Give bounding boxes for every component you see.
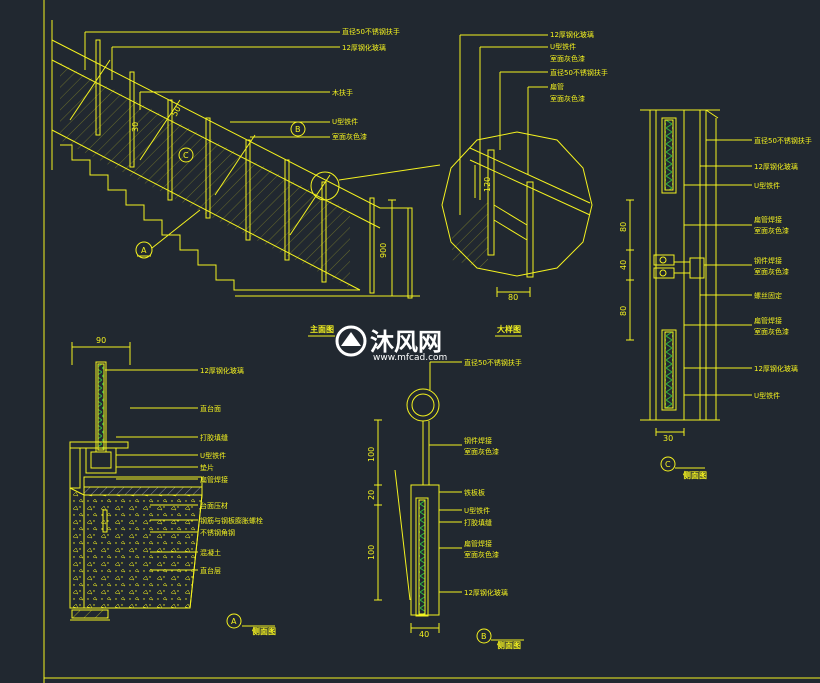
section-b-callout-6: 打胶填缝 [464,518,492,527]
stair-dim-30: 30 [131,122,140,132]
section-c-callout-5: 室面灰色漆 [754,226,789,235]
detail-circle-callouts: 12厚钢化玻璃 U型铁件 室面灰色漆 直径50不锈钢扶手 扁管 室面灰色漆 12… [483,30,608,302]
section-b-callout-1: 直径50不锈钢扶手 [464,358,522,367]
section-a-tag: A [231,617,237,626]
section-a-callout-4: U型铁件 [200,451,226,460]
section-b-labels: 直径50不锈钢扶手 钢件焊接 室面灰色漆 铁板板 U型铁件 打胶填缝 扁管焊接 … [367,358,522,650]
section-a-caption: 侧面图 [252,626,276,636]
stair-callout-3: 木扶手 [332,88,353,97]
section-b [374,361,524,644]
section-b-tag: B [481,632,487,641]
section-b-dim-100b: 100 [367,545,376,560]
stair-callout-2: 12厚钢化玻璃 [342,43,386,52]
section-a-callout-2: 直台面 [200,404,221,413]
section-c-callout-9: 扁管焊接 [754,316,782,325]
detail-callout-3: 室面灰色漆 [550,54,585,63]
detail-dim-120: 120 [483,177,492,192]
stair-tag-b: B [295,125,301,134]
watermark-logo-icon [335,325,367,357]
watermark: 沐风网 www.mfcad.com [335,325,447,363]
section-a-callout-10: 混凝土 [200,548,221,557]
section-a-callout-9: 不锈钢角钢 [200,528,235,537]
stair-posts [95,39,413,299]
section-b-dim-20: 20 [367,490,376,500]
section-a-callout-8: 钢筋与钢板膨胀螺栓 [200,516,263,525]
detail-callout-4: 直径50不锈钢扶手 [550,68,608,77]
detail-callout-5: 扁管 [550,82,564,91]
section-c-callout-11: 12厚钢化玻璃 [754,364,798,373]
section-c-callout-6: 钢件焊接 [754,256,782,265]
section-b-caption: 侧面图 [497,640,521,650]
stair-dim-900: 900 [379,243,388,258]
caption-large: 大样图 [497,324,521,334]
section-c-callout-12: U型铁件 [754,391,780,400]
section-b-dim-100a: 100 [367,447,376,462]
section-b-callout-8: 室面灰色漆 [464,550,499,559]
stair-tag-c: C [183,151,189,160]
section-b-dim-40: 40 [419,630,429,639]
section-a-callout-5: 垫片 [200,463,214,472]
detail-circle [441,34,593,297]
section-a [69,342,275,629]
section-b-callout-3: 室面灰色漆 [464,447,499,456]
section-a-callout-3: 打胶填缝 [200,433,228,442]
detail-callout-2: U型铁件 [550,42,576,51]
section-a-callout-1: 12厚钢化玻璃 [200,366,244,375]
section-c-dim-40: 40 [619,260,628,270]
detail-callout-1: 12厚钢化玻璃 [550,30,594,39]
section-c-callout-4: 扁管焊接 [754,215,782,224]
section-c-callout-8: 螺丝固定 [754,291,782,300]
section-c-callout-7: 室面灰色漆 [754,267,789,276]
captions: 主面图 大样图 [308,324,522,337]
section-b-callout-4: 铁板板 [464,488,485,497]
section-c-tag: C [665,460,671,469]
section-c-labels: 直径50不锈钢扶手 12厚钢化玻璃 U型铁件 扁管焊接 室面灰色漆 钢件焊接 室… [619,136,812,480]
section-b-callout-9: 12厚钢化玻璃 [464,588,508,597]
section-a-dim-90: 90 [96,336,106,345]
stair-callout-1: 直径50不锈钢扶手 [342,27,400,36]
stair-dim-50: 50 [170,105,183,118]
detail-dim-80: 80 [508,293,518,302]
section-c-callout-10: 室面灰色漆 [754,327,789,336]
section-c-callout-3: U型铁件 [754,181,780,190]
stair-callout-4: U型铁件 [332,117,358,126]
detail-callout-6: 室面灰色漆 [550,94,585,103]
section-c-dim-30: 30 [663,434,673,443]
section-c [626,109,752,472]
section-c-callout-2: 12厚钢化玻璃 [754,162,798,171]
caption-main: 主面图 [310,324,334,334]
section-c-callout-1: 直径50不锈钢扶手 [754,136,812,145]
section-b-callout-2: 钢件焊接 [464,436,492,445]
section-c-dim-80a: 80 [619,222,628,232]
section-a-callout-11: 直台层 [200,566,221,575]
drawing-frame [43,0,820,683]
stair-callouts: 直径50不锈钢扶手 12厚钢化玻璃 木扶手 U型铁件 室面灰色漆 900 50 … [131,27,400,258]
watermark-brand: 沐风网 [370,328,442,356]
section-a-callout-7: 台面压材 [200,501,228,510]
section-b-callout-7: 扁管焊接 [464,539,492,548]
watermark-url: www.mfcad.com [373,353,447,363]
section-a-labels: 90 12厚钢化玻璃 直台面 打胶填缝 U型铁件 垫片 扁管焊接 台面压材 钢筋… [96,336,276,636]
stair-elevation [51,20,441,299]
section-c-dim-80b: 80 [619,306,628,316]
section-c-caption: 侧面图 [683,470,707,480]
stair-tag-a: A [141,246,147,255]
section-b-callout-5: U型铁件 [464,506,490,515]
section-a-callout-6: 扁管焊接 [200,475,228,484]
stair-callout-5: 室面灰色漆 [332,132,367,141]
